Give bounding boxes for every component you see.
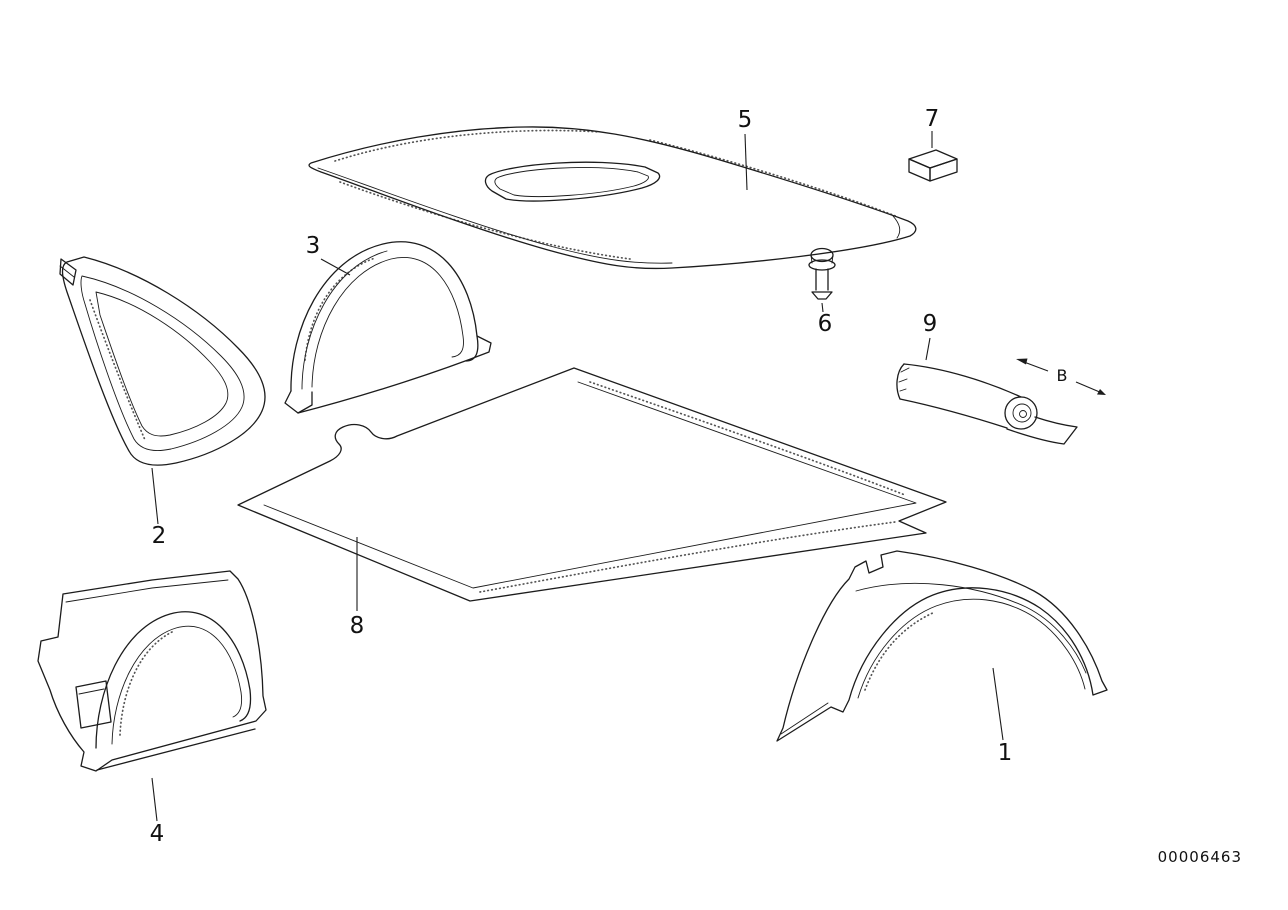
roll-end-core [1019,410,1027,418]
clip-flange [808,259,836,271]
callouts: 1 2 3 4 5 6 7 8 9 [150,106,1013,847]
texture [589,381,906,496]
texture [479,521,896,593]
dimension-label-b: B [1057,366,1068,385]
part-8-trunk-floor-mat [237,367,947,602]
callout-2[interactable]: 2 [152,523,167,549]
leader-1 [992,667,1004,741]
fold-line [892,215,901,239]
bracket-line [78,688,105,695]
part-5-roof-trim-panel [308,126,917,270]
arch-inner [857,598,1086,699]
part-3-wheel-arch-cover [284,241,492,414]
end-hatch [898,367,910,392]
callout-1[interactable]: 1 [998,740,1013,766]
dim-line-upper [1023,361,1049,372]
part-6-clip-rivet [808,247,836,300]
outline [237,367,947,602]
roll-bottom-edge [899,398,1008,429]
leader-5 [744,133,748,191]
texture [649,139,899,218]
outline [308,126,917,270]
leader-lines [151,131,1004,822]
contour-1 [80,275,245,451]
arch-inner [111,625,243,745]
arch-contour [301,250,388,390]
texture [864,611,936,691]
callout-4[interactable]: 4 [150,821,165,847]
leader-4 [151,777,158,822]
clip-stem [815,268,829,291]
texture [119,631,173,736]
callout-7[interactable]: 7 [925,106,940,132]
callout-3[interactable]: 3 [306,233,321,259]
contour-2 [95,291,229,437]
leader-9 [925,337,931,361]
corner-bracket [59,258,77,286]
dim-line-lower [1075,381,1103,394]
part-2-side-trim-panel [59,256,266,466]
callout-9[interactable]: 9 [923,311,938,337]
outline [61,256,266,466]
roll-left-end [896,363,905,400]
sheet [1006,416,1078,445]
side-face [929,158,958,182]
roll-end-mid [1012,403,1032,423]
roll-end-outer [1004,396,1038,430]
leader-6 [821,302,824,313]
texture [339,181,631,260]
outline [776,550,1108,742]
arch-inner [311,257,464,388]
inner-edge [263,381,917,589]
bottom-lip [96,728,256,771]
texture [89,299,146,441]
top-edge-inner [65,579,229,603]
leader-2 [151,467,159,525]
top-face [908,149,958,169]
doc-number: 00006463 [1158,848,1242,866]
part-9-insulation-roll: B [896,358,1106,445]
callout-5[interactable]: 5 [738,107,753,133]
part-1-wheel-arch-trim-right [776,550,1108,742]
callout-8[interactable]: 8 [350,613,365,639]
roll-top-edge [903,363,1022,398]
callout-6[interactable]: 6 [818,311,833,337]
bracket-box [75,680,112,729]
arrowhead-lower [1097,389,1106,395]
arrowhead-upper [1016,358,1028,365]
sunroof-cutout-inner [494,167,649,197]
bracket-line [59,265,75,278]
base-edge [297,335,492,414]
texture [334,129,601,162]
sunroof-cutout-outer [484,161,661,202]
front-face [908,158,931,182]
contour [855,582,1087,674]
outline [37,570,267,772]
bottom-lip [780,702,829,735]
base-foot [284,390,313,414]
arch-outer [290,241,479,392]
part-4-wheel-arch-trim-left [37,570,267,772]
leader-3 [320,258,351,276]
part-7-pad-block [908,149,958,182]
texture [304,257,376,361]
clip-tip [811,291,833,300]
arch-outer [95,611,252,749]
